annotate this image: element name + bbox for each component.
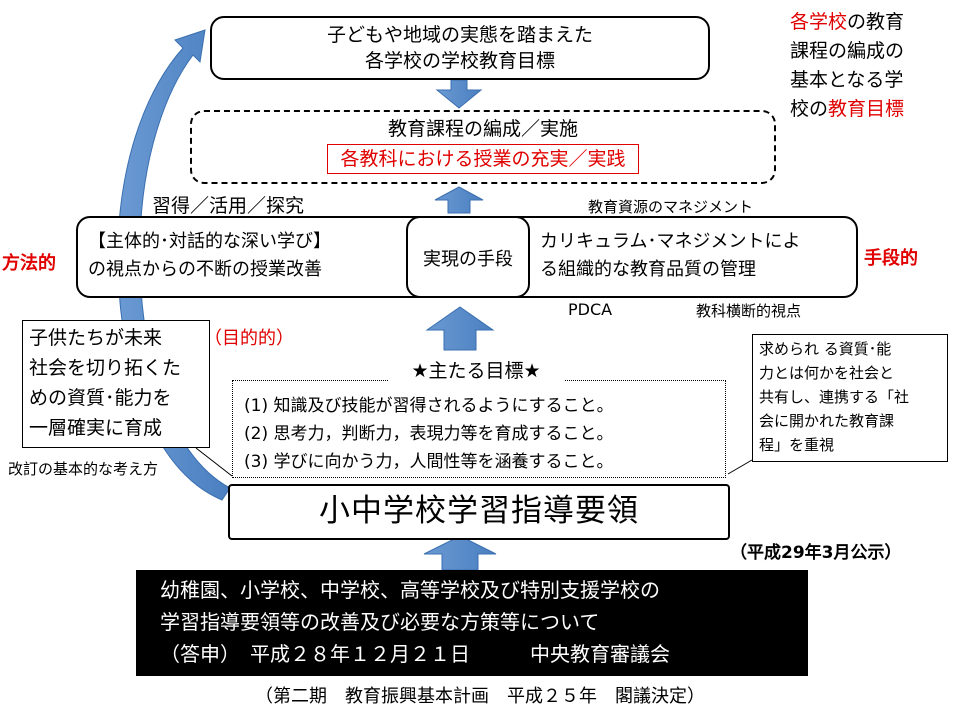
class-practice-text: 各教科における授業の充実／実践 bbox=[340, 148, 626, 170]
main-goal-item: (3) 学びに向かう力，人間性等を涵養すること。 bbox=[244, 452, 614, 472]
council-report-line2: 学習指導要領等の改善及び必要な方策等について bbox=[160, 610, 600, 634]
announcement-label: （平成29年3月公示） bbox=[730, 543, 902, 563]
down-arrow-goal-to-curriculum bbox=[435, 79, 483, 109]
growth-goal-callout: 子供たちが未来 社会を切り拓くた めの資質･能力を 一層確実に育成 bbox=[22, 320, 210, 448]
curriculum-management-text: カリキュラム･マネジメントによ る組織的な教育品質の管理 bbox=[540, 228, 800, 284]
curriculum-management-line2: る組織的な教育品質の管理 bbox=[540, 259, 756, 280]
main-goal-item: (2) 思考力，判断力，表現力等を育成すること。 bbox=[244, 424, 614, 444]
up-arrow-band-to-curriculum bbox=[434, 186, 484, 214]
active-learning-line2: の視点からの不断の授業改善 bbox=[88, 259, 322, 280]
growth-goal-line1: 子供たちが未来 bbox=[29, 327, 163, 349]
main-goals-heading: ★主たる目標★ bbox=[388, 356, 564, 383]
course-of-study-box: 小中学校学習指導要領 bbox=[228, 484, 730, 540]
course-of-study-title: 小中学校学習指導要領 bbox=[319, 493, 639, 529]
basic-plan-label: （第二期 教育振興基本計画 平成２５年 閣議決定） bbox=[255, 686, 705, 707]
note-line4-prefix: 校の bbox=[790, 98, 829, 120]
realization-means-box: 実現の手段 bbox=[406, 216, 530, 298]
school-goal-note: 各学校の教育 課程の編成の 基本となる学 校の教育目標 bbox=[790, 8, 958, 124]
note-red-school: 各学校 bbox=[790, 11, 848, 33]
curriculum-management-line1: カリキュラム･マネジメントによ bbox=[540, 231, 801, 252]
purpose-label: （目的的） bbox=[204, 328, 294, 349]
realization-means-label: 実現の手段 bbox=[423, 249, 513, 270]
growth-goal-line3: めの資質･能力を bbox=[29, 387, 172, 409]
note-line2: 課程の編成の bbox=[790, 40, 905, 62]
open-curriculum-line5: 程」を重視 bbox=[759, 436, 835, 454]
school-goal-line1: 子どもや地域の実態を踏まえた bbox=[326, 24, 593, 46]
revision-basis-label: 改訂の基本的な考え方 bbox=[8, 460, 159, 478]
class-practice-box: 各教科における授業の充実／実践 bbox=[327, 144, 639, 174]
means-label: 手段的 bbox=[864, 248, 918, 269]
pdca-label: PDCA bbox=[568, 300, 613, 319]
learning-modes-label: 習得／活用／探究 bbox=[152, 195, 305, 217]
active-learning-line1: 【主体的･対話的な深い学び】 bbox=[88, 231, 331, 252]
open-curriculum-line1: 求められ る資質･能 bbox=[759, 340, 892, 358]
open-curriculum-line2: 力とは何かを社会と bbox=[759, 364, 895, 382]
main-goals-box bbox=[232, 380, 726, 478]
school-goal-line2: 各学校の学校教育目標 bbox=[364, 50, 555, 72]
method-label: 方法的 bbox=[2, 253, 56, 274]
up-arrow-goals-to-band bbox=[425, 306, 495, 351]
note-line3: 基本となる学 bbox=[790, 69, 904, 91]
right-callout-pointer bbox=[727, 459, 753, 475]
open-curriculum-callout: 求められ る資質･能 力とは何かを社会と 共有し、連携する「社 会に開かれた教育… bbox=[752, 334, 948, 462]
open-curriculum-line3: 共有し、連携する「社 bbox=[759, 388, 910, 406]
school-goal-box: 子どもや地域の実態を踏まえた 各学校の学校教育目標 bbox=[210, 16, 710, 80]
open-curriculum-line4: 会に開かれた教育課 bbox=[759, 412, 895, 430]
council-report-box: 幼稚園、小学校、中学校、高等学校及び特別支援学校の 学習指導要領等の改善及び必要… bbox=[136, 570, 808, 676]
resource-management-label: 教育資源のマネジメント bbox=[588, 198, 754, 216]
main-goal-item: (1) 知識及び技能が習得されるようにすること。 bbox=[244, 396, 614, 416]
left-callout-pointer bbox=[195, 447, 233, 477]
note-red-goal: 教育目標 bbox=[828, 98, 905, 120]
up-arrow-report-to-guideline bbox=[423, 535, 497, 571]
curriculum-title: 教育課程の編成／実施 bbox=[387, 118, 578, 140]
main-goals-list: (1) 知識及び技能が習得されるようにすること。 (2) 思考力，判断力，表現力… bbox=[244, 392, 614, 476]
growth-goal-line4: 一層確実に育成 bbox=[29, 417, 163, 439]
council-report-line1: 幼稚園、小学校、中学校、高等学校及び特別支援学校の bbox=[160, 578, 660, 602]
note-line1-rest: の教育 bbox=[847, 11, 905, 33]
council-report-line3: （答申） 平成２８年１２月２１日 中央教育審議会 bbox=[160, 642, 670, 666]
active-learning-text: 【主体的･対話的な深い学び】 の視点からの不断の授業改善 bbox=[88, 228, 331, 284]
curriculum-box: 教育課程の編成／実施 各教科における授業の充実／実践 bbox=[190, 110, 776, 184]
growth-goal-line2: 社会を切り拓くた bbox=[29, 357, 182, 379]
cross-subject-label: 教科横断的視点 bbox=[696, 302, 802, 320]
